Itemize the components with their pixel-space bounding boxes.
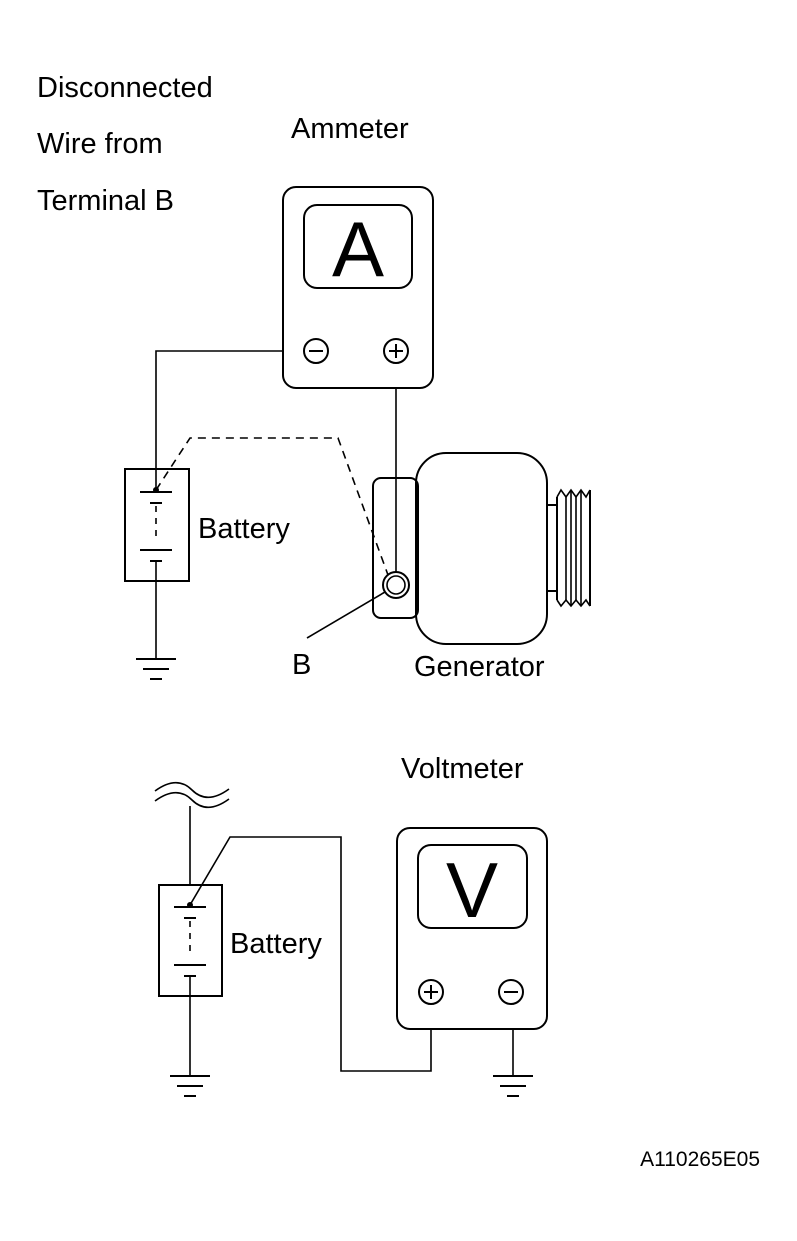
wire-ammeter-to-battery [155,350,283,490]
note-line-1: Disconnected [37,72,213,104]
battery-top-label: Battery [198,513,290,545]
ammeter-body [282,186,434,389]
generator-rear-housing [372,477,419,619]
ammeter-display [303,204,413,289]
cut-wire-icon [154,781,230,809]
note-line-2: Wire from [37,128,163,160]
generator-label: Generator [414,651,545,683]
generator-shaft [546,504,558,592]
terminal-b-label: B [292,649,311,681]
battery-top [124,468,190,582]
disconnected-wire [155,437,389,576]
voltmeter-plus-terminal-icon [418,979,444,1005]
ammeter: A [282,186,434,389]
ammeter-minus-terminal-icon [303,338,329,364]
generator [372,452,591,645]
wire-battery-to-voltmeter [189,836,432,1072]
figure-code: A110265E05 [640,1148,760,1171]
ammeter-title: Ammeter [291,113,409,145]
voltmeter-minus-terminal-icon [498,979,524,1005]
voltmeter-title: Voltmeter [401,753,524,785]
ammeter-plus-terminal-icon [383,338,409,364]
voltmeter-body [396,827,548,1030]
voltmeter-display-letter: V [446,846,498,934]
note-line-3: Terminal B [37,185,174,217]
battery-bottom [158,884,223,997]
generator-main-body [415,452,548,645]
ammeter-display-letter: A [332,205,384,293]
generator-pulley-icon [556,488,591,608]
voltmeter: V [396,827,548,1030]
terminal-b-icon [382,571,410,599]
battery-top-body [124,468,190,582]
ground-icon [136,658,176,680]
ground-icon [170,1075,210,1097]
voltmeter-display [417,844,528,929]
terminal-b-leader [306,591,386,639]
ground-icon [493,1075,533,1097]
battery-bottom-label: Battery [230,928,322,960]
